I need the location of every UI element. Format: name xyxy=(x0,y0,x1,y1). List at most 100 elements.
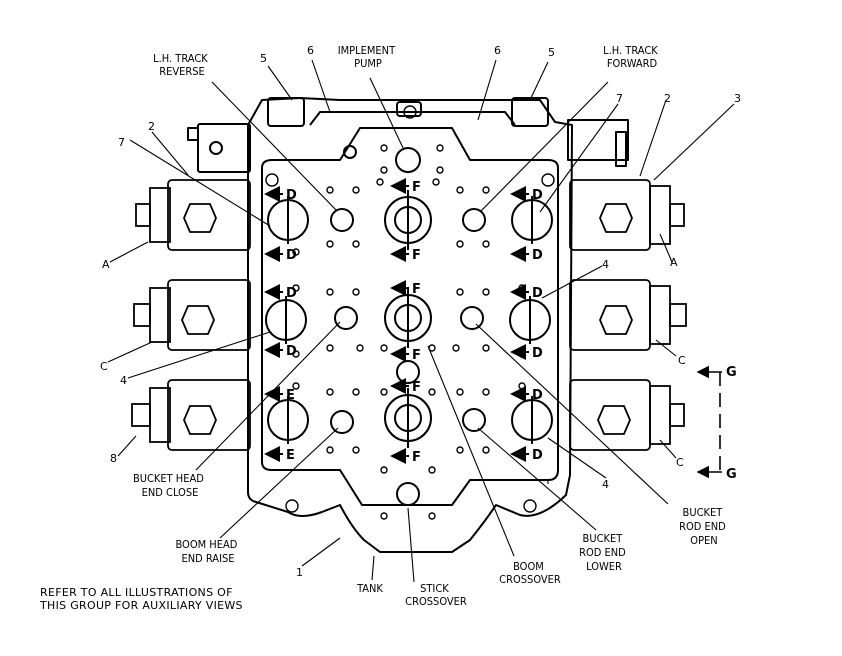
bolt-hole xyxy=(428,512,436,520)
port-implement-pump xyxy=(395,147,421,173)
callout-4-left: 4 xyxy=(120,374,127,387)
port-label-c-left: C xyxy=(100,360,108,373)
port-boom-head-end xyxy=(330,410,354,434)
bolt-hole xyxy=(380,166,388,174)
bolt-hole xyxy=(380,512,388,520)
bolt-hole xyxy=(518,284,526,292)
label-lh-track-forward: L.H. TRACK FORWARD xyxy=(603,44,661,70)
callout-7-right: 7 xyxy=(616,92,623,105)
bolt-hole xyxy=(352,288,360,296)
callout-2-left: 2 xyxy=(148,120,155,133)
port-letter: D xyxy=(286,248,297,263)
bolt-hole xyxy=(292,248,300,256)
callout-4-right-bottom: 4 xyxy=(602,478,609,491)
right-spool-cap-mid xyxy=(569,279,687,351)
port-letter: D xyxy=(286,344,297,359)
bolt-hole xyxy=(380,344,388,352)
bolt-hole xyxy=(482,240,490,248)
port-label-c-right-mid: C xyxy=(678,354,686,367)
auxiliary-views-note: REFER TO ALL ILLUSTRATIONS OF THIS GROUP… xyxy=(40,586,243,612)
section-label-g-top: G xyxy=(726,365,737,380)
right-spool-cap-bottom xyxy=(569,379,685,451)
section-label-g-bottom: G xyxy=(726,467,737,482)
bolt-hole xyxy=(432,178,440,186)
note-line-1: REFER TO ALL ILLUSTRATIONS OF xyxy=(40,586,233,599)
callout-4-right-top: 4 xyxy=(602,258,609,271)
left-spool-cap-bottom xyxy=(131,379,251,451)
label-tank: TANK xyxy=(356,582,383,595)
bolt-hole xyxy=(428,466,436,474)
bolt-hole xyxy=(456,288,464,296)
callout-6-right: 6 xyxy=(494,44,501,57)
port-letter: F xyxy=(412,248,421,263)
bolt-hole xyxy=(352,186,360,194)
bolt-hole xyxy=(326,240,334,248)
bolt-hole xyxy=(436,144,444,152)
bolt-hole xyxy=(352,240,360,248)
port-relief xyxy=(343,145,357,159)
note-line-2: THIS GROUP FOR AUXILIARY VIEWS xyxy=(40,599,243,612)
bolt-hole xyxy=(352,446,360,454)
port-letter: D xyxy=(532,346,543,361)
bolt-hole xyxy=(356,344,364,352)
mount-hole xyxy=(403,105,417,119)
port-center-mid xyxy=(396,360,420,384)
bolt-hole xyxy=(482,186,490,194)
port-letter: D xyxy=(532,388,543,403)
port-letter: F xyxy=(412,348,421,363)
bolt-hole xyxy=(456,240,464,248)
bolt-hole xyxy=(352,388,360,396)
bolt-hole xyxy=(292,284,300,292)
label-boom-crossover: BOOM CROSSOVER xyxy=(499,560,561,586)
port-label-a-left: A xyxy=(102,258,110,271)
port-letter: D xyxy=(532,448,543,463)
callout-1: 1 xyxy=(296,566,303,579)
callout-3: 3 xyxy=(734,92,741,105)
callout-5-left: 5 xyxy=(260,52,267,65)
bolt-hole xyxy=(436,166,444,174)
bolt-hole xyxy=(482,344,490,352)
bolt-hole xyxy=(326,344,334,352)
bolt-hole xyxy=(456,446,464,454)
mount-hole xyxy=(541,173,555,187)
port-letter: D xyxy=(532,286,543,301)
port-bucket-rod-lower xyxy=(462,408,486,432)
port-letter: D xyxy=(286,188,297,203)
cover-plate xyxy=(261,127,559,506)
bolt-hole xyxy=(452,344,460,352)
mount-hole xyxy=(523,499,537,513)
label-lh-track-reverse: L.H. TRACK REVERSE xyxy=(153,52,211,78)
port-letter: D xyxy=(532,188,543,203)
bolt-hole xyxy=(326,288,334,296)
bolt-hole xyxy=(326,388,334,396)
bolt-hole xyxy=(482,388,490,396)
label-implement-pump: IMPLEMENT PUMP xyxy=(338,44,399,70)
valve-body-outline xyxy=(247,97,573,553)
bolt-hole xyxy=(376,178,384,186)
section-cut-g xyxy=(696,365,722,479)
callout-5-right: 5 xyxy=(548,46,555,59)
port-bucket-head-end xyxy=(334,306,358,330)
bolt-hole xyxy=(482,288,490,296)
port-lh-track-forward xyxy=(462,208,486,232)
bolt-hole xyxy=(518,382,526,390)
port-bucket-rod-open xyxy=(460,306,484,330)
port-label-c-right-bottom: C xyxy=(676,456,684,469)
callout-7-left: 7 xyxy=(118,136,125,149)
label-boom-head-end-raise: BOOM HEAD END RAISE xyxy=(175,538,240,565)
callout-6-left: 6 xyxy=(307,44,314,57)
bolt-hole xyxy=(380,466,388,474)
left-spool-cap-mid xyxy=(133,279,251,351)
bolt-hole xyxy=(456,186,464,194)
callout-8: 8 xyxy=(110,452,117,465)
port-letter: E xyxy=(286,388,295,403)
callout-2-right: 2 xyxy=(664,92,671,105)
bolt-hole xyxy=(326,186,334,194)
port-letter: D xyxy=(532,248,543,263)
bolt-hole xyxy=(428,388,436,396)
label-bucket-head-end-close: BUCKET HEAD END CLOSE xyxy=(133,472,207,499)
mount-hole xyxy=(285,499,299,513)
port-letter: E xyxy=(286,448,295,463)
